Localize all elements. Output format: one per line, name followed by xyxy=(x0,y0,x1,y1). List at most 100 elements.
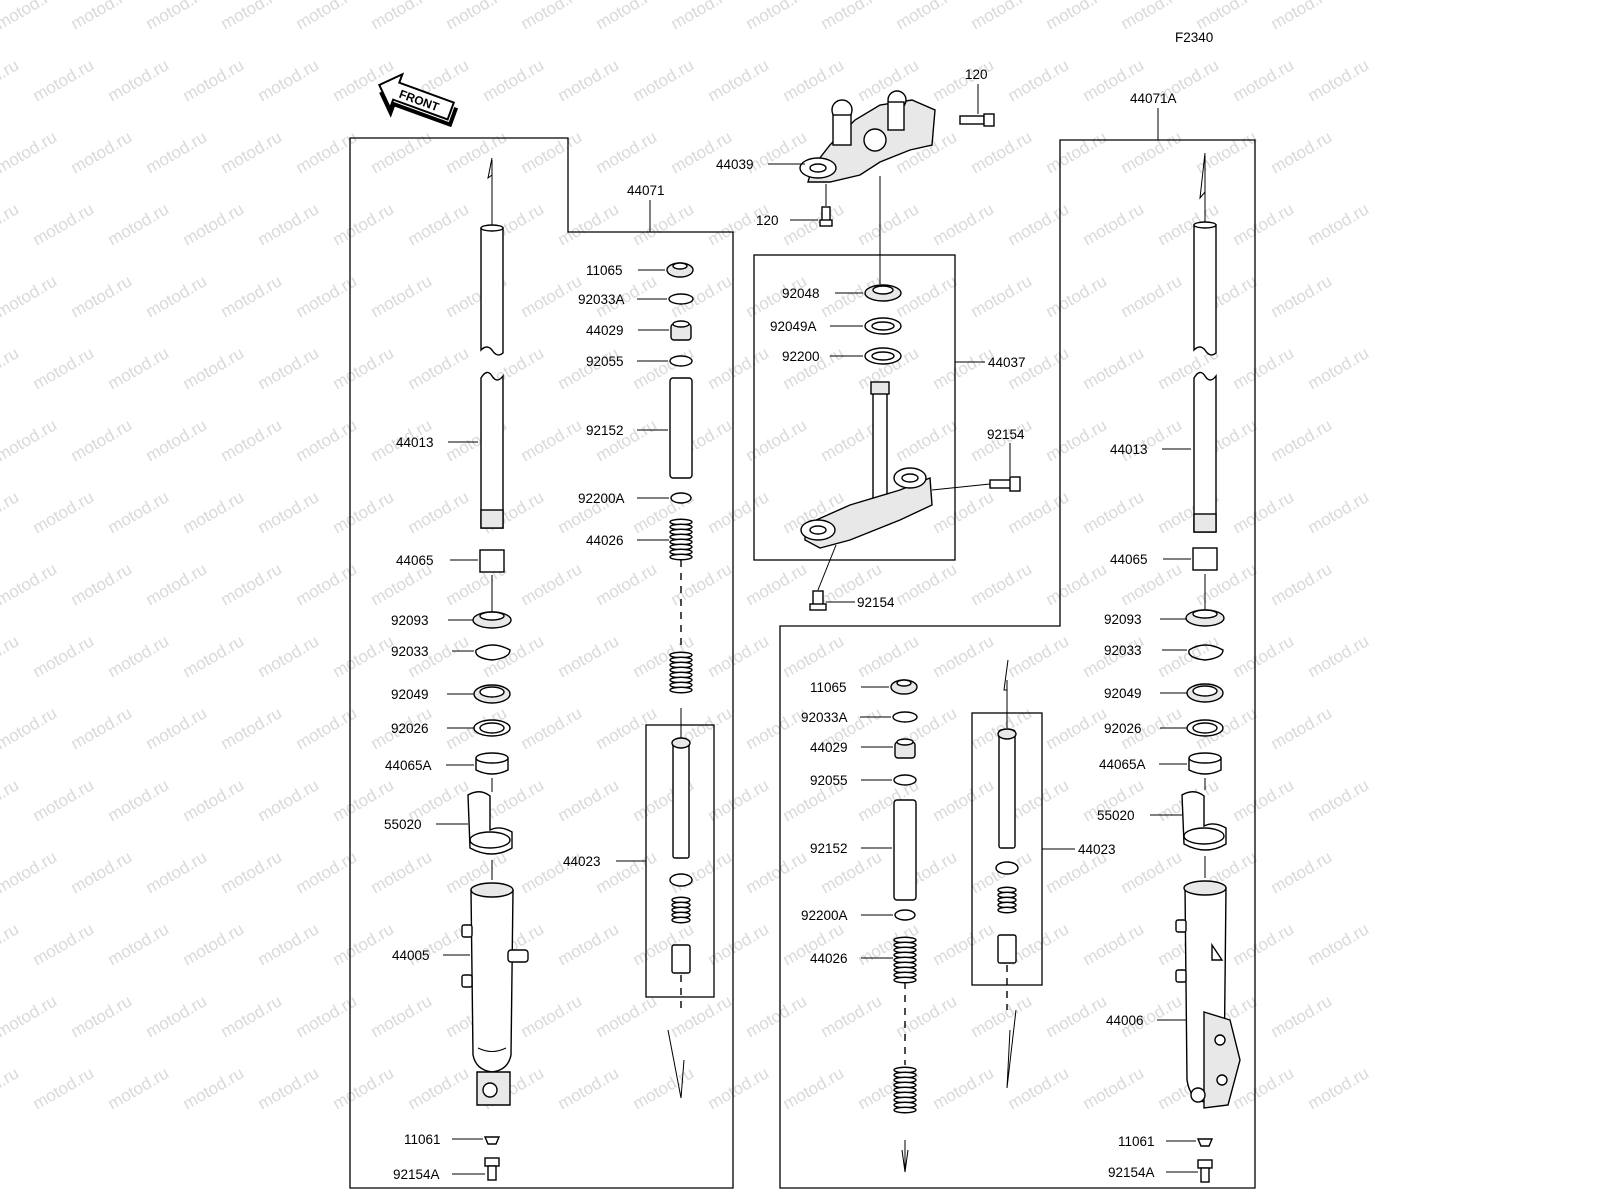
spring-coil xyxy=(671,916,691,924)
watermark-text: motod.ru xyxy=(893,271,961,321)
label-44013-left: 44013 xyxy=(396,435,434,450)
label-92048: 92048 xyxy=(782,286,820,301)
label-92033A-right: 92033A xyxy=(801,710,848,725)
watermark-text: motod.ru xyxy=(930,1063,998,1113)
watermark-text: motod.ru xyxy=(480,55,548,105)
watermark-text: motod.ru xyxy=(255,487,323,537)
watermark-text: motod.ru xyxy=(255,775,323,825)
watermark-text: motod.ru xyxy=(218,271,286,321)
watermark-text: motod.ru xyxy=(0,919,22,969)
watermark-text: motod.ru xyxy=(180,55,248,105)
watermark-text: motod.ru xyxy=(705,1063,773,1113)
watermark-text: motod.ru xyxy=(780,55,848,105)
watermark-text: motod.ru xyxy=(780,631,848,681)
watermark-text: motod.ru xyxy=(1080,1063,1148,1113)
watermark-text: motod.ru xyxy=(0,703,60,753)
watermark-text: motod.ru xyxy=(1118,847,1186,897)
upper-bracket-44039 xyxy=(799,90,936,183)
label-120-top: 120 xyxy=(965,67,988,82)
watermark-text: motod.ru xyxy=(180,343,248,393)
bolt-92154A-right xyxy=(1197,1159,1213,1183)
watermark-text: motod.ru xyxy=(518,559,586,609)
watermark-text: motod.ru xyxy=(105,55,173,105)
watermark-text: motod.ru xyxy=(893,415,961,465)
watermark-text: motod.ru xyxy=(68,0,136,33)
watermark-text: motod.ru xyxy=(105,775,173,825)
left-fork-assembly-box xyxy=(349,137,734,1189)
watermark-text: motod.ru xyxy=(1080,919,1148,969)
watermark-text: motod.ru xyxy=(968,271,1036,321)
spring-coil xyxy=(893,1106,917,1114)
label-44071A: 44071A xyxy=(1130,91,1177,106)
watermark-text: motod.ru xyxy=(68,991,136,1041)
cap-44029-right xyxy=(894,738,916,759)
watermark-text: motod.ru xyxy=(68,415,136,465)
watermark-text: motod.ru xyxy=(518,0,586,33)
watermark-text: motod.ru xyxy=(930,631,998,681)
watermark-text: motod.ru xyxy=(368,0,436,33)
watermark-text: motod.ru xyxy=(105,631,173,681)
stem-bracket xyxy=(800,381,933,549)
cap-44029 xyxy=(670,320,692,341)
watermark-text: motod.ru xyxy=(1043,991,1111,1041)
label-92200A-left: 92200A xyxy=(578,491,625,506)
watermark-text: motod.ru xyxy=(180,775,248,825)
watermark-text: motod.ru xyxy=(1193,0,1261,33)
watermark-text: motod.ru xyxy=(1230,919,1298,969)
label-92026-left: 92026 xyxy=(391,721,429,736)
watermark-text: motod.ru xyxy=(893,0,961,33)
watermark-text: motod.ru xyxy=(1043,559,1111,609)
watermark-text: motod.ru xyxy=(368,991,436,1041)
watermark-text: motod.ru xyxy=(1305,343,1373,393)
label-92055-right: 92055 xyxy=(810,773,848,788)
watermark-text: motod.ru xyxy=(218,0,286,33)
label-44026-left: 44026 xyxy=(586,533,624,548)
watermark-text: motod.ru xyxy=(1268,271,1336,321)
watermark-text: motod.ru xyxy=(518,703,586,753)
watermark-text: motod.ru xyxy=(1043,127,1111,177)
watermark-text: motod.ru xyxy=(143,847,211,897)
watermark-text: motod.ru xyxy=(255,199,323,249)
label-44005: 44005 xyxy=(392,948,430,963)
watermark-text: motod.ru xyxy=(1155,631,1223,681)
label-44037: 44037 xyxy=(988,355,1026,370)
watermark-text: motod.ru xyxy=(743,0,811,33)
watermark-text: motod.ru xyxy=(1080,343,1148,393)
washer-92200A xyxy=(670,492,692,504)
watermark-text: motod.ru xyxy=(180,487,248,537)
bolt-92154-side xyxy=(989,476,1021,492)
watermark-text: motod.ru xyxy=(330,343,398,393)
watermark-text: motod.ru xyxy=(0,127,60,177)
o-ring-92033A xyxy=(668,293,694,305)
watermark-text: motod.ru xyxy=(218,847,286,897)
watermark-text: motod.ru xyxy=(105,1063,173,1113)
watermark-text: motod.ru xyxy=(893,559,961,609)
watermark-text: motod.ru xyxy=(1268,991,1336,1041)
label-92026-right: 92026 xyxy=(1104,721,1142,736)
watermark-text: motod.ru xyxy=(1268,559,1336,609)
gasket-11061 xyxy=(483,1136,501,1145)
washer-92200 xyxy=(864,347,902,365)
watermark-text: motod.ru xyxy=(968,0,1036,33)
label-92200: 92200 xyxy=(782,349,820,364)
watermark-text: motod.ru xyxy=(30,487,98,537)
watermark-text: motod.ru xyxy=(1230,199,1298,249)
watermark-text: motod.ru xyxy=(780,1063,848,1113)
watermark-text: motod.ru xyxy=(743,847,811,897)
watermark-text: motod.ru xyxy=(593,0,661,33)
watermark-text: motod.ru xyxy=(68,703,136,753)
steering-stem-box xyxy=(753,254,956,561)
watermark-text: motod.ru xyxy=(0,559,60,609)
cartridge-44023-right xyxy=(995,728,1019,964)
guide-bushing-44065 xyxy=(479,549,505,573)
watermark-text: motod.ru xyxy=(1305,775,1373,825)
label-11065-left: 11065 xyxy=(586,263,623,278)
watermark-text: motod.ru xyxy=(330,919,398,969)
watermark-text: motod.ru xyxy=(593,991,661,1041)
watermark-text: motod.ru xyxy=(630,1063,698,1113)
watermark-text: motod.ru xyxy=(30,919,98,969)
watermark-text: motod.ru xyxy=(405,487,473,537)
watermark-text: motod.ru xyxy=(30,343,98,393)
watermark-text: motod.ru xyxy=(743,991,811,1041)
